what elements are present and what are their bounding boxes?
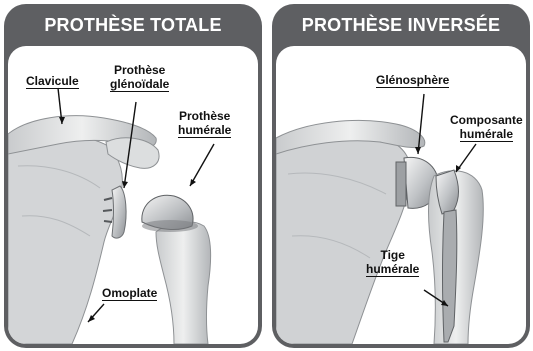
label-tige-humerale: Tige humérale	[366, 248, 419, 277]
label-omoplate: Omoplate	[102, 286, 157, 301]
reverse-prosthesis-illustration	[276, 46, 526, 344]
panel-reverse-prosthesis: PROTHÈSE INVERSÉE	[272, 4, 530, 348]
panel-total-prosthesis: PROTHÈSE TOTALE	[4, 4, 262, 348]
humerus-shaft	[156, 222, 211, 344]
label-line-1: Prothèse	[178, 109, 231, 123]
humeral-stem	[443, 210, 457, 342]
label-line-2: humérale	[460, 127, 513, 142]
panel-illustration: Clavicule Prothèse glénoïdale Prothèse h…	[8, 46, 258, 344]
label-prothese-humerale: Prothèse humérale	[178, 109, 231, 138]
label-composante-humerale: Composante humérale	[450, 113, 523, 142]
scapula-shape	[276, 133, 411, 344]
glenoid-component	[112, 186, 126, 238]
label-prothese-glenoidale: Prothèse glénoïdale	[110, 63, 169, 92]
label-line-2: humérale	[366, 262, 419, 277]
panel-title: PROTHÈSE INVERSÉE	[272, 4, 530, 46]
label-line-1: Tige	[366, 248, 419, 262]
label-line-2: humérale	[178, 123, 231, 138]
label-line-1: Composante	[450, 113, 523, 127]
label-clavicule: Clavicule	[26, 74, 79, 89]
panel-title: PROTHÈSE TOTALE	[4, 4, 262, 46]
panel-illustration: Glénosphère Composante humérale Tige hum…	[276, 46, 526, 344]
label-line-2: glénoïdale	[110, 77, 169, 92]
label-line-1: Prothèse	[110, 63, 169, 77]
label-glenosphere: Glénosphère	[376, 73, 449, 88]
